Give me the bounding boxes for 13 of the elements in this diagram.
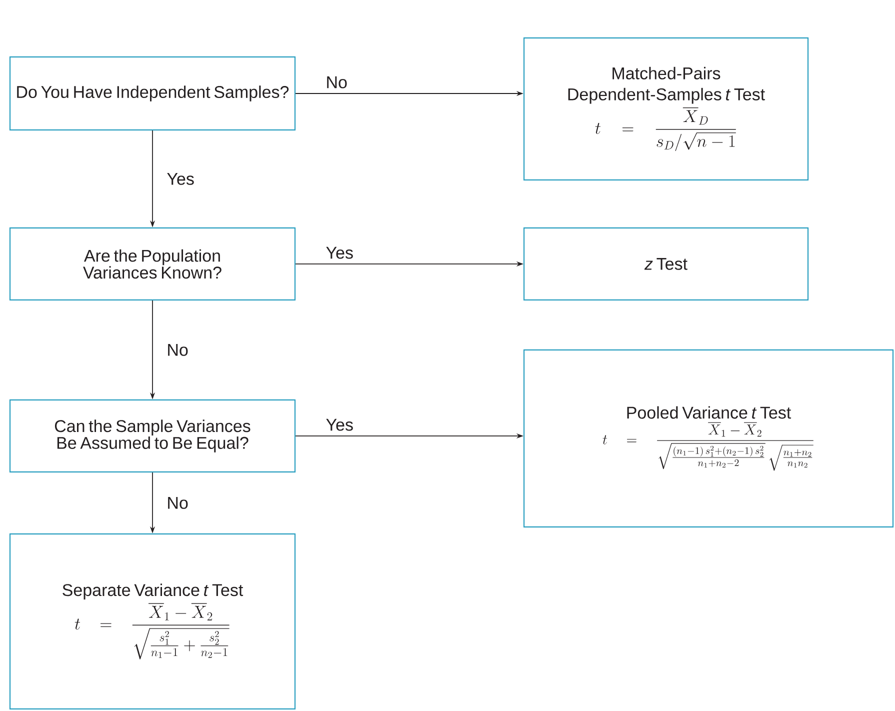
edge-label: No <box>164 342 190 358</box>
process-box: Pooled Variance t Test $t = \frac{\overline{X}_1 - \overline{X}_2}{\sqrt{\frac{(n_1-1)\,s_1^2 + (n_2-1)\,s_2^2}{n_1+n_2-2}}\,\sqrt{\frac{n_1+n_2}{n_1 n_2}}}$ <box>523 349 894 528</box>
edge-label: Yes <box>324 416 356 433</box>
process-box: Are the Population Variances Known? <box>9 227 296 301</box>
process-box: Do You Have Independent Samples? <box>9 56 296 131</box>
edge-label: Yes <box>164 171 196 187</box>
edge-label: No <box>164 495 190 511</box>
edge-label: No <box>324 74 350 90</box>
edge-label: Yes <box>324 244 356 261</box>
process-box: Can the Sample Variances Be Assumed to Be Equal? <box>9 399 296 473</box>
process-box: Matched-Pairs Dependent-Samples t Test $t = \frac{\overline{X}_D}{s_D/\sqrt{n-1}}$ <box>523 37 809 181</box>
process-box: z Test <box>523 227 809 301</box>
process-box: Separate Variance t Test $t = \frac{\overline{X}_1 - \overline{X}_2}{\sqrt{\frac{s_1^2}{n_1-1} + \frac{s_2^2}{n_2-1}}}$ <box>9 533 296 710</box>
